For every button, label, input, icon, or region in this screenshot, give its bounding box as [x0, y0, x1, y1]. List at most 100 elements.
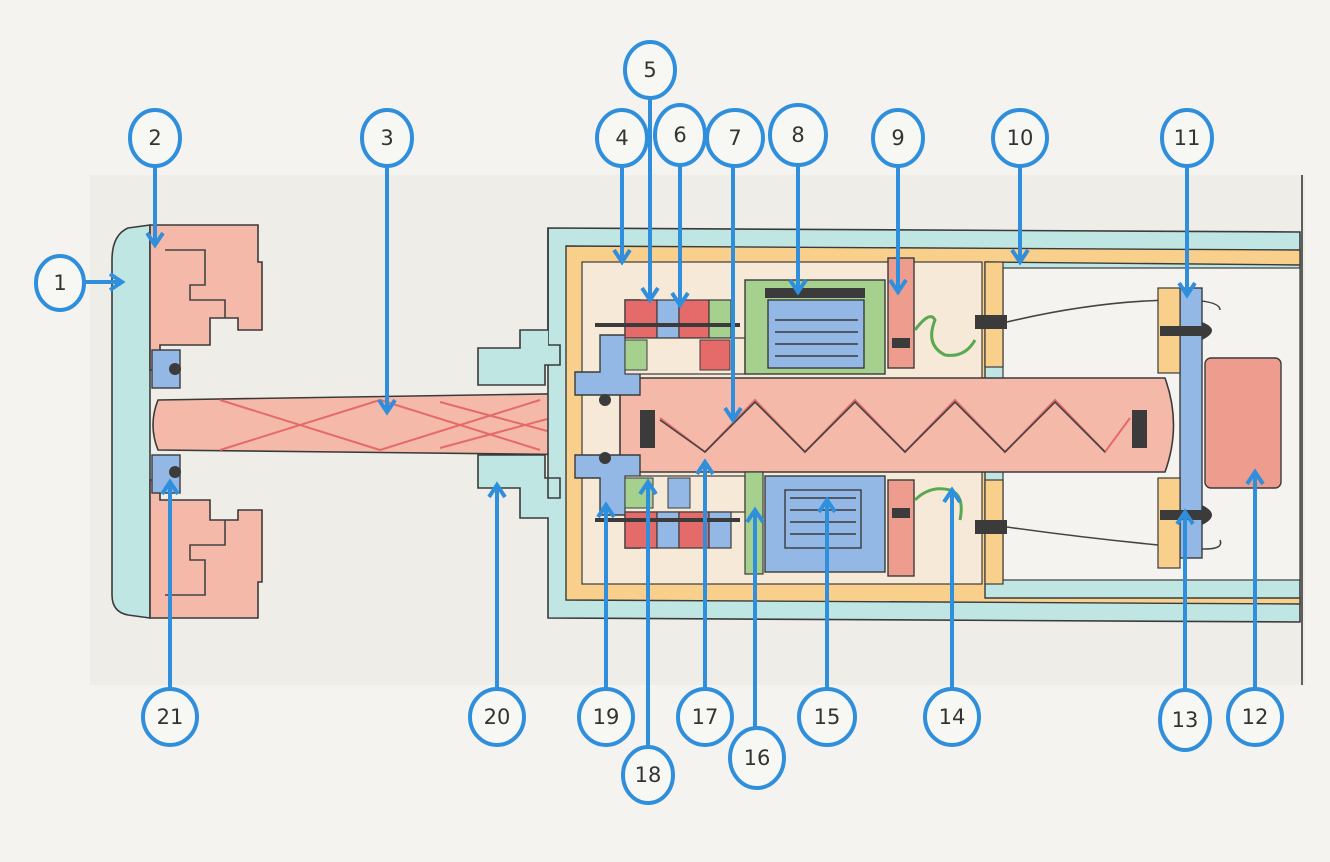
tube-end-plug-left	[640, 410, 655, 448]
clutch-plate-blue-4	[708, 511, 732, 549]
callout-bubble-13	[1158, 688, 1212, 752]
tube-body	[619, 377, 1175, 473]
callout-label-16: 16	[744, 746, 771, 770]
callout-label-4: 4	[615, 126, 628, 150]
flange-lower	[887, 479, 915, 577]
solenoid-coil-upper	[767, 299, 865, 369]
end-bolt-head-lower	[1202, 505, 1212, 525]
arrowhead-15	[817, 496, 837, 514]
callout-label-13: 13	[1172, 708, 1199, 732]
callout-bubble-11	[1160, 108, 1214, 168]
callout-label-14: 14	[939, 705, 966, 729]
callout-bubble-15	[797, 687, 857, 747]
arrowhead-11	[1177, 281, 1197, 299]
callout-label-19: 19	[593, 705, 620, 729]
callout-bubble-6	[653, 103, 707, 167]
callout-label-20: 20	[484, 705, 511, 729]
flange-upper	[887, 257, 915, 369]
rear-posts	[975, 261, 1222, 585]
callout-bubble-5	[623, 40, 677, 100]
wire-lead-upper	[1006, 299, 1221, 323]
callout-label-8: 8	[791, 123, 804, 147]
central-tube	[619, 377, 1175, 473]
clutch-plate-blue-2	[667, 477, 691, 509]
pivot-pin-lower	[599, 452, 611, 464]
arrowhead-3	[377, 398, 397, 416]
callout-bubble-18	[621, 745, 675, 805]
callout-label-2: 2	[148, 126, 161, 150]
clutch-plate-green-2	[624, 339, 648, 371]
arrowhead-2	[145, 231, 165, 249]
arrowhead-13	[1175, 508, 1195, 526]
callout-bubble-10	[991, 108, 1049, 168]
arrowhead-10	[1010, 248, 1030, 266]
callout-label-1: 1	[53, 271, 66, 295]
arrowhead-21	[160, 478, 180, 496]
callout-label-15: 15	[814, 705, 841, 729]
arrowhead-19	[596, 501, 616, 519]
callout-label-11: 11	[1174, 126, 1201, 150]
housing-collar-upper	[477, 228, 561, 386]
shaft-cross-lines	[219, 399, 611, 451]
arrowhead-18	[638, 478, 658, 496]
bearing-ball-upper	[169, 363, 181, 375]
callout-bubble-19	[577, 687, 635, 747]
callout-bubble-17	[676, 687, 734, 747]
green-wire-upper	[913, 315, 977, 357]
pivot-pin-upper	[599, 394, 611, 406]
arrowhead-8	[788, 278, 808, 296]
callout-label-21: 21	[157, 705, 184, 729]
callout-bubble-7	[705, 108, 765, 168]
clutch-plate-blue-3	[656, 511, 680, 549]
arrowhead-14	[942, 486, 962, 504]
coil-cap-upper	[765, 288, 865, 298]
callout-label-9: 9	[891, 126, 904, 150]
callout-bubble-8	[768, 103, 828, 167]
callout-bubble-20	[468, 687, 526, 747]
bearing-ball-lower	[169, 466, 181, 478]
callout-label-3: 3	[380, 126, 393, 150]
arrowhead-12	[1245, 468, 1265, 486]
arrowhead-7	[723, 406, 743, 424]
coil-windings-lower	[790, 497, 856, 535]
arrowhead-1	[108, 272, 126, 292]
left-cap-assembly	[111, 224, 263, 619]
callout-label-17: 17	[692, 705, 719, 729]
callout-label-7: 7	[728, 126, 741, 150]
callout-bubble-12	[1226, 687, 1284, 747]
end-plate-assembly	[1157, 287, 1282, 569]
arrowhead-20	[487, 481, 507, 499]
callout-label-5: 5	[643, 58, 656, 82]
callout-label-6: 6	[673, 123, 686, 147]
flange-bolt-upper	[892, 338, 910, 348]
callouts: 1 2 3 4 5 6 7 8	[34, 40, 1284, 805]
callout-bubble-1	[34, 254, 86, 312]
clutch-plate-green-1	[708, 299, 732, 339]
spring-pencil	[659, 400, 1106, 454]
clutch-plate-red-1	[624, 299, 658, 339]
arrowhead-9	[888, 278, 908, 296]
rear-bolt-lower	[975, 520, 1007, 534]
coil-windings-upper	[775, 319, 858, 357]
flange-bolt-lower	[892, 508, 910, 518]
end-cap-outer	[111, 224, 151, 619]
arrowhead-4	[612, 248, 632, 266]
arrowhead-5	[640, 286, 660, 304]
callout-label-12: 12	[1242, 705, 1269, 729]
rear-bolt-upper	[975, 315, 1007, 329]
callout-bubble-9	[871, 108, 925, 168]
end-cap-pink-lower	[149, 479, 263, 619]
clutch-plate-red-4	[624, 511, 658, 549]
clutch-plate-blue-1	[656, 299, 680, 339]
rear-post-upper	[984, 261, 1004, 368]
callout-bubble-21	[141, 687, 199, 747]
clutch-stack-upper	[595, 299, 746, 375]
clutch-plate-red-2	[678, 299, 710, 339]
callout-bubble-14	[923, 687, 981, 747]
callout-label-10: 10	[1007, 126, 1034, 150]
clutch-plate-red-3	[699, 339, 731, 371]
end-cap-steps-lower	[165, 520, 226, 596]
tube-end-plug-right	[1132, 410, 1147, 448]
callout-label-18: 18	[635, 763, 662, 787]
